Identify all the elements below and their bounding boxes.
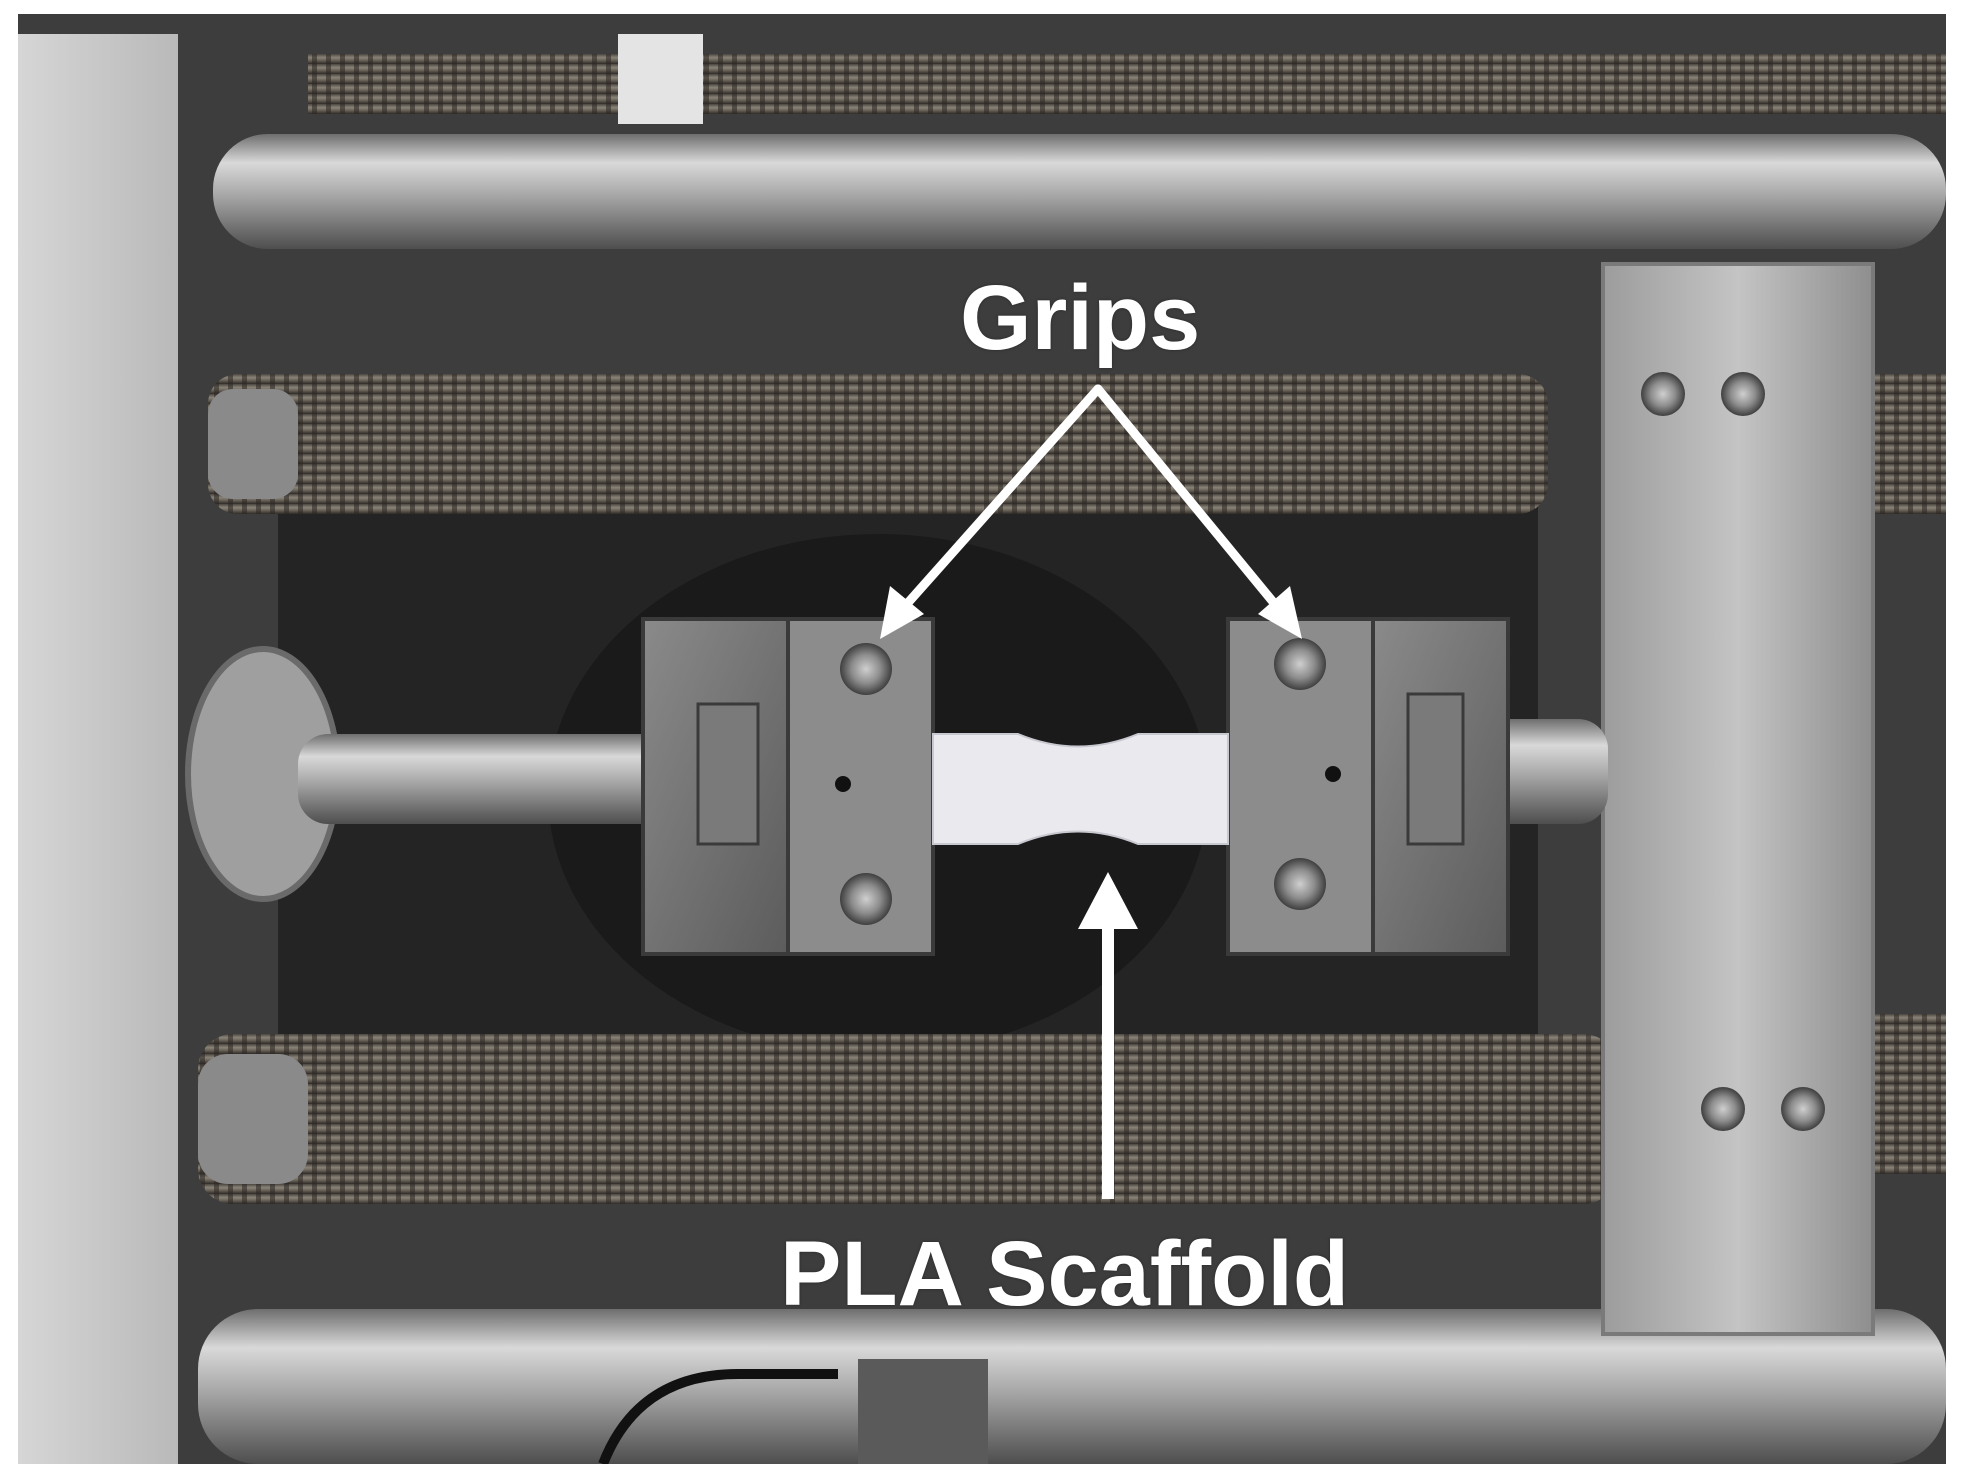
lower-lead-screw [198,1034,1618,1204]
left-grip-bolt [840,873,892,925]
crosshead-bolt [1781,1087,1825,1131]
upper-lead-screw [208,374,1548,514]
pla-scaffold-label: PLA Scaffold [780,1223,1350,1325]
grips-label: Grips [960,267,1201,369]
right-grip-wedge [1406,692,1465,846]
bottom-guide-rod [198,1309,1946,1464]
grips-arrowhead-left [880,586,924,639]
crosshead-bolt [1721,372,1765,416]
left-grip-hole [835,776,851,792]
upper-screw-end [208,389,298,499]
crosshead-bolt [1641,372,1685,416]
left-grip-wedge [696,702,760,846]
crosshead-bolt [1701,1087,1745,1131]
tensile-test-photo [18,14,1946,1464]
left-pull-rod [298,734,688,824]
right-grip-bolt [1274,638,1326,690]
grips-arrowhead-right [1258,586,1302,639]
top-guide-rod [213,134,1946,249]
top-label-tag [618,34,703,124]
lower-screw-end [198,1054,308,1184]
cable-connector [858,1359,988,1464]
right-grip-bolt [1274,858,1326,910]
right-crosshead [1601,262,1875,1336]
left-frame-plate [18,34,178,1464]
left-grip-bolt [840,643,892,695]
sensor-cable [598,1369,838,1464]
right-grip-hole [1325,766,1341,782]
grips-arrows [893,384,1288,619]
top-threaded-rod [308,54,1946,114]
pla-scaffold-specimen [932,733,1229,845]
scaffold-arrowhead [1078,872,1138,929]
